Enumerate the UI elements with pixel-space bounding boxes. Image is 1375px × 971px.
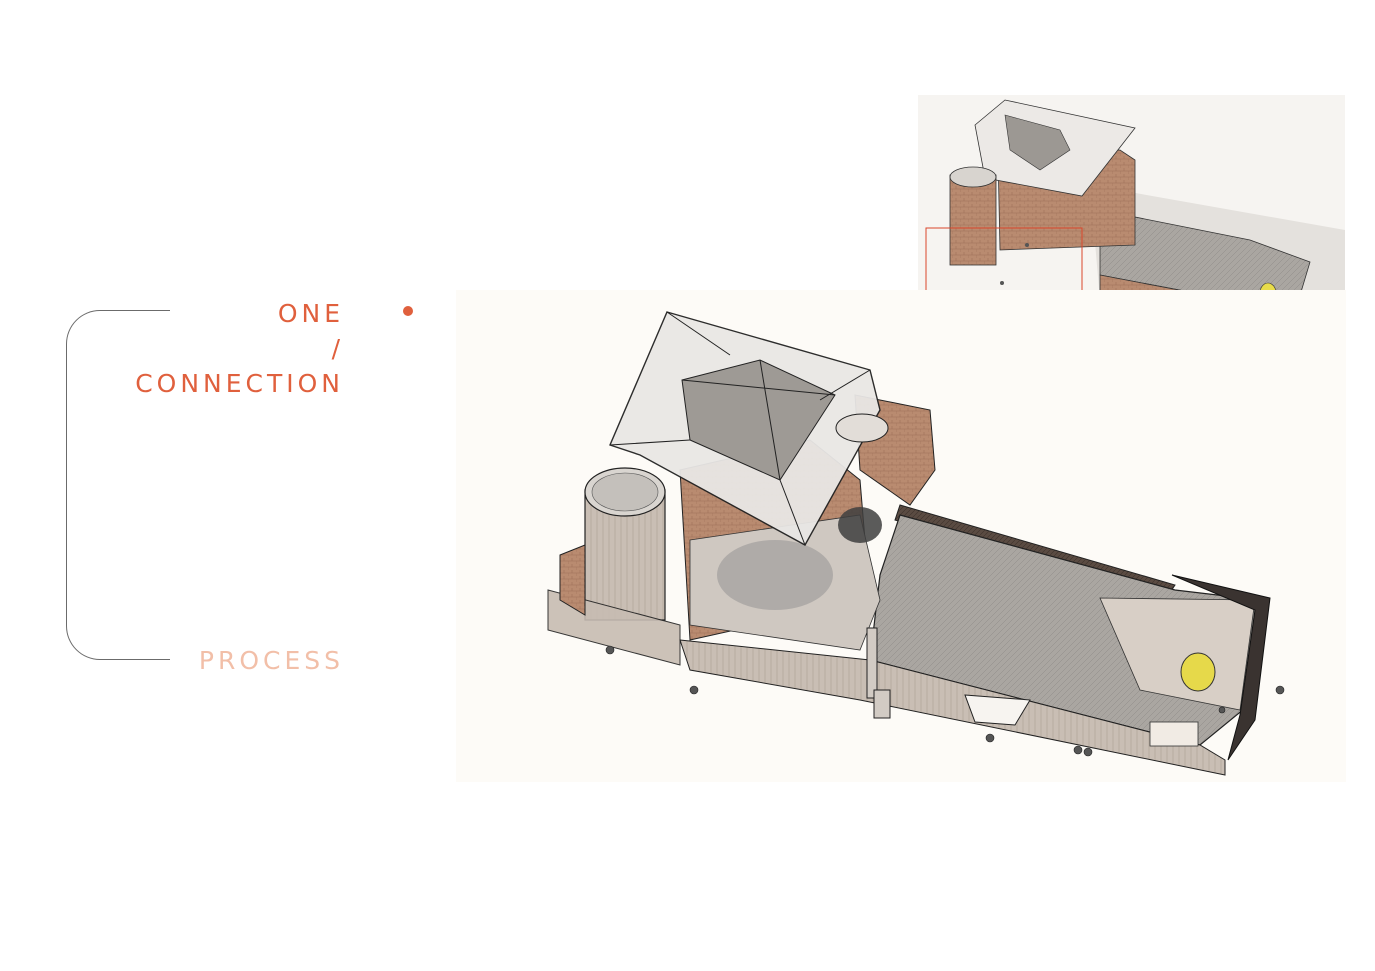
section-title: ONE / CONNECTION	[135, 296, 344, 401]
title-line-connection: CONNECTION	[135, 369, 344, 398]
process-label: PROCESS	[198, 646, 344, 675]
title-line-slash: /	[331, 334, 344, 363]
main-axonometric-drawing	[456, 290, 1346, 782]
section-bracket	[66, 310, 170, 660]
title-line-one: ONE	[277, 299, 344, 328]
dot-icon	[403, 306, 413, 316]
